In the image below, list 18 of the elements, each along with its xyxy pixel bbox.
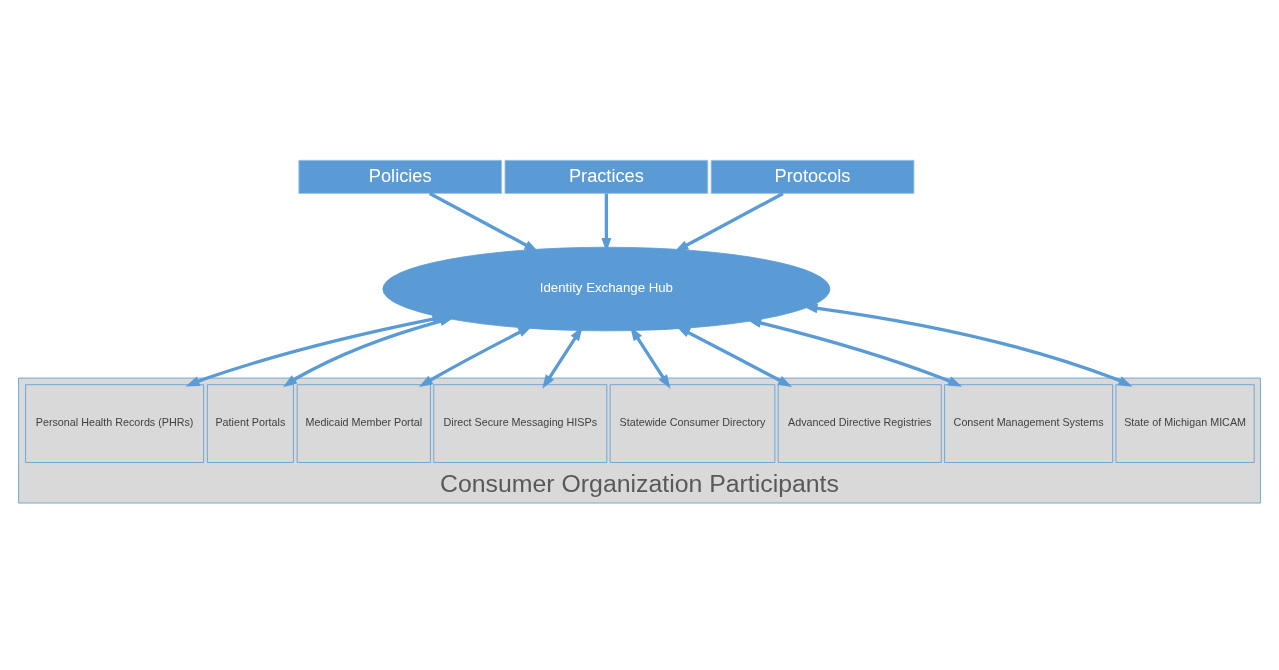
node-box: Policies <box>298 159 503 194</box>
node-box: Consent Management Systems <box>944 384 1114 463</box>
node-box: Practices <box>504 159 709 194</box>
node-box: Direct Secure Messaging HISPs <box>433 384 608 463</box>
arrow <box>803 303 1133 387</box>
arrow <box>747 318 963 387</box>
node-box: Medicaid Member Portal <box>296 384 431 463</box>
arrow <box>418 325 533 388</box>
node-box: State of Michigan MICAM <box>1115 384 1255 463</box>
arrow <box>674 192 784 252</box>
node-ellipse: Identity Exchange Hub <box>382 246 831 332</box>
node-box: Patient Portals <box>206 384 294 463</box>
node-box: Protocols <box>710 159 915 194</box>
node-box: Statewide Consumer Directory <box>609 384 776 463</box>
arrow <box>676 326 793 387</box>
node-box: Personal Health Records (PHRs) <box>25 384 205 463</box>
node-box: Advanced Directive Registries <box>777 384 942 463</box>
arrow <box>429 192 539 252</box>
